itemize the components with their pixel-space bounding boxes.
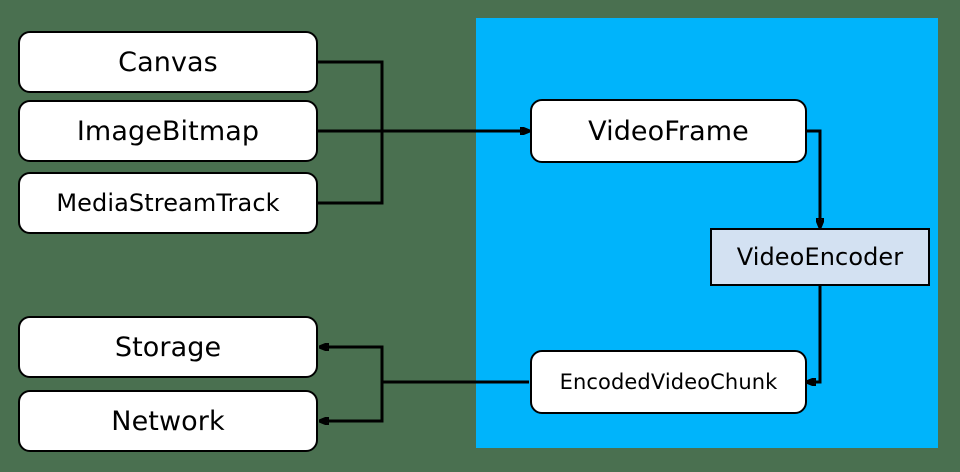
node-canvas[interactable]: Canvas xyxy=(18,31,318,93)
node-network[interactable]: Network xyxy=(18,390,318,452)
node-storage[interactable]: Storage xyxy=(18,316,318,378)
node-video-frame-label: VideoFrame xyxy=(588,115,749,147)
node-image-bitmap[interactable]: ImageBitmap xyxy=(18,100,318,162)
edge-mediastreamtrack-to-bus xyxy=(318,131,384,205)
node-media-stream-track-label: MediaStreamTrack xyxy=(56,189,280,217)
node-network-label: Network xyxy=(111,405,225,437)
edge-canvas-to-bus xyxy=(318,60,384,131)
node-encoded-video-chunk[interactable]: EncodedVideoChunk xyxy=(530,350,807,414)
node-media-stream-track[interactable]: MediaStreamTrack xyxy=(18,172,318,234)
node-video-encoder[interactable]: VideoEncoder xyxy=(710,228,930,286)
node-canvas-label: Canvas xyxy=(118,46,218,78)
node-video-frame[interactable]: VideoFrame xyxy=(530,99,807,163)
edge-bus-to-storage xyxy=(320,347,384,382)
node-encoded-video-chunk-label: EncodedVideoChunk xyxy=(559,369,778,394)
node-storage-label: Storage xyxy=(114,331,222,363)
node-image-bitmap-label: ImageBitmap xyxy=(76,115,260,147)
edge-bus-to-network xyxy=(320,382,384,421)
node-video-encoder-label: VideoEncoder xyxy=(736,243,904,271)
